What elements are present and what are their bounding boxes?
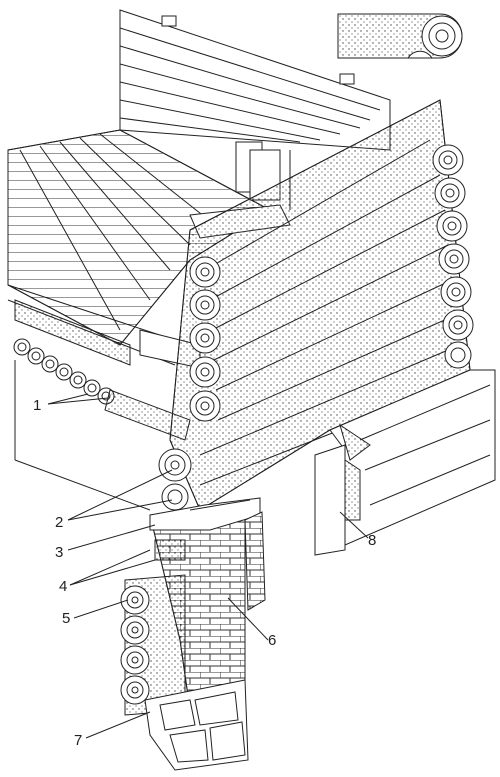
- callout-2: 2: [55, 514, 64, 531]
- callout-8: 8: [368, 532, 377, 549]
- left-plinth: [14, 360, 151, 511]
- callout-5: 5: [62, 610, 71, 627]
- callout-1: 1: [33, 397, 42, 414]
- left-corner-log-ends: [158, 256, 221, 511]
- callout-4: 4: [59, 578, 68, 595]
- callout-3: 3: [55, 544, 64, 561]
- leader-lines: [47, 393, 369, 739]
- callout-6: 6: [268, 632, 277, 649]
- stone-foundation: [144, 679, 249, 771]
- sill-beam: [329, 369, 496, 546]
- upper-board-wall: [119, 9, 391, 151]
- support-post: [314, 444, 361, 556]
- right-corner-log-ends: [432, 144, 474, 369]
- callout-7: 7: [74, 732, 83, 749]
- log-groove-detail: [337, 13, 463, 59]
- brick-pillar: [149, 497, 266, 711]
